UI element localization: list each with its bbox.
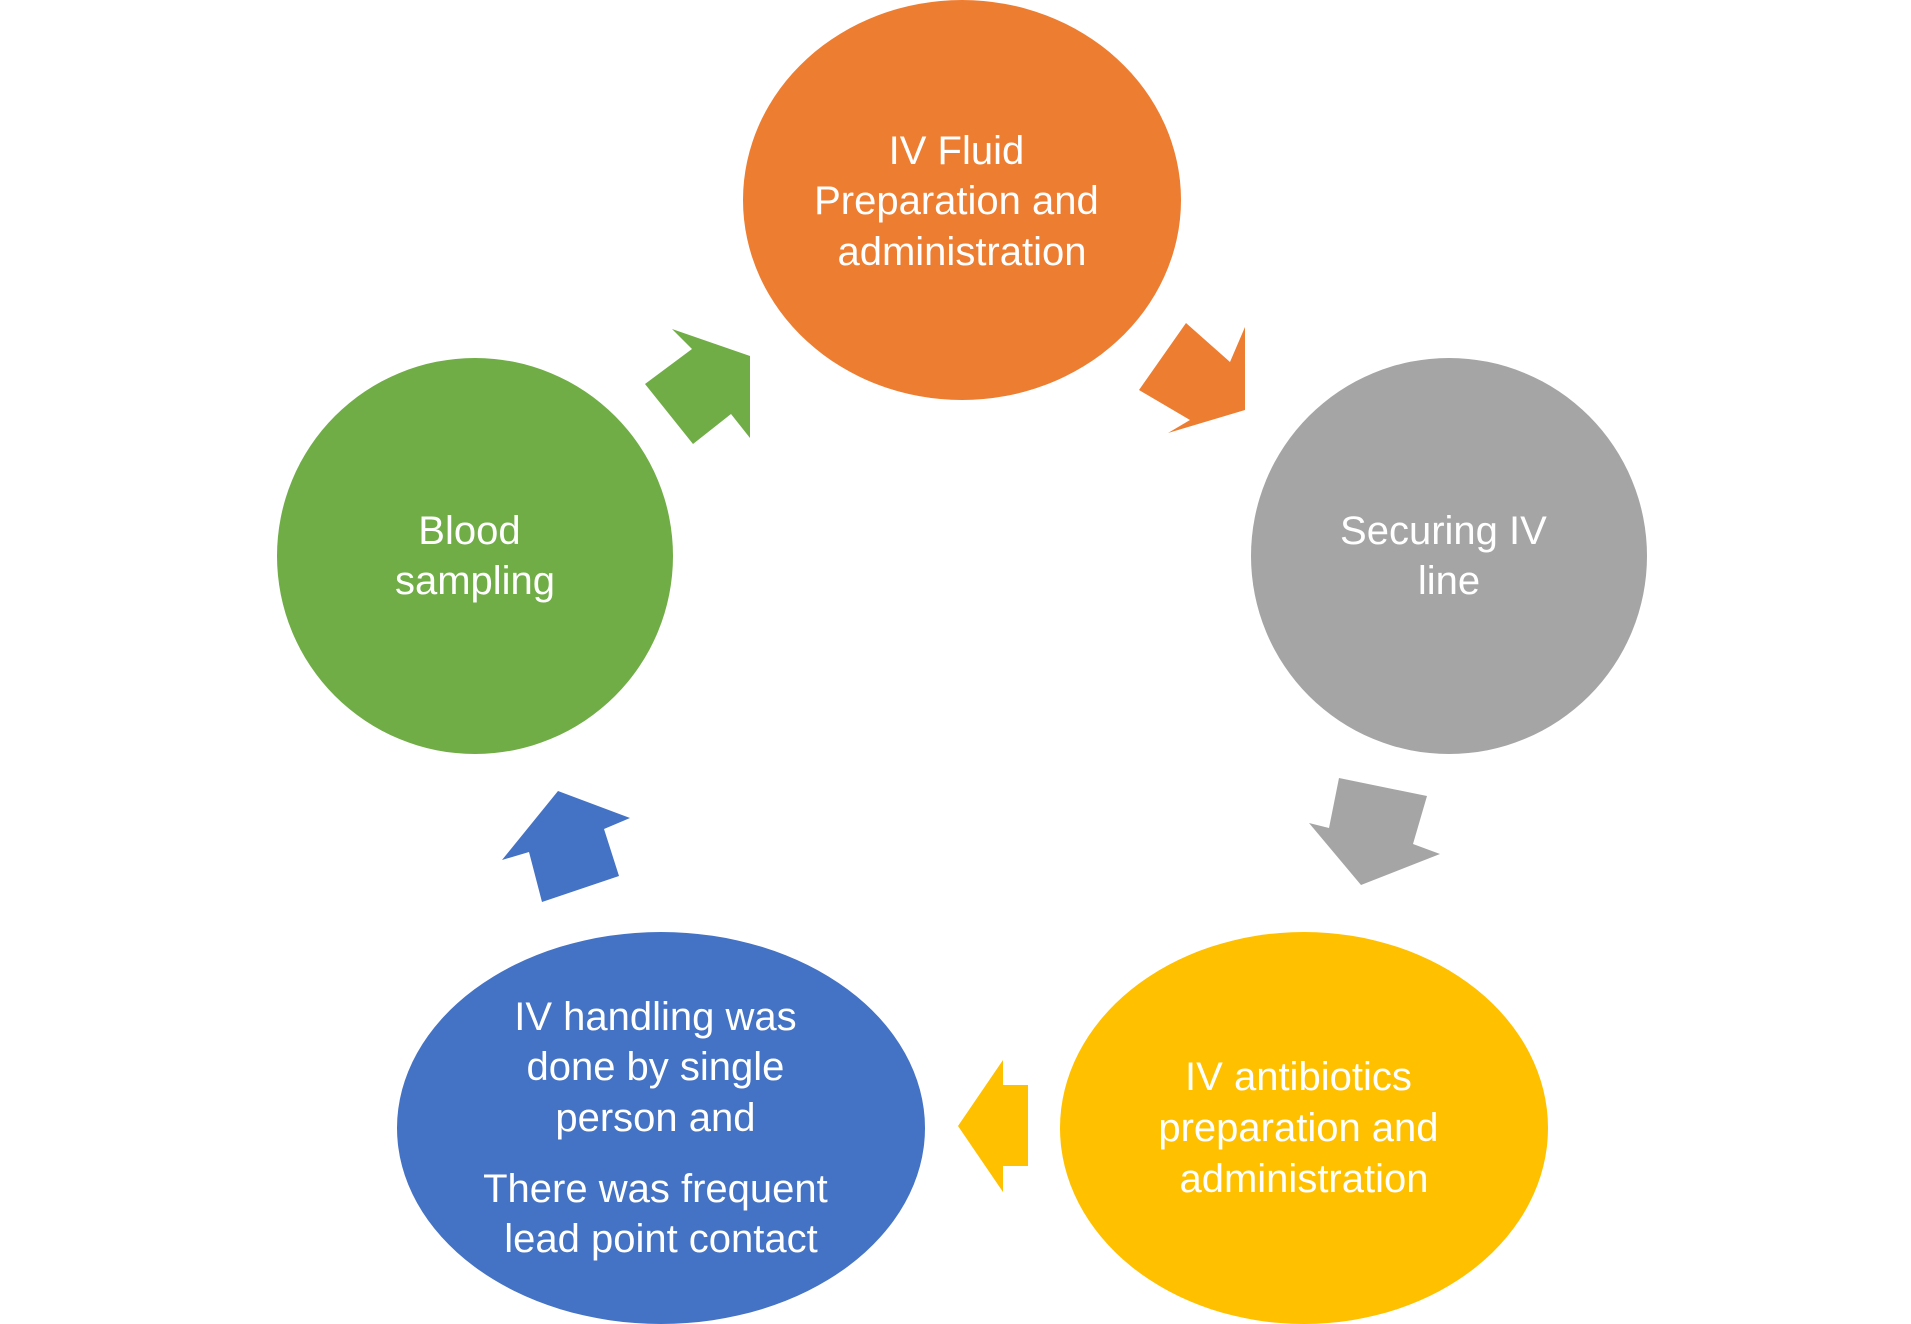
arrow-antibiotics-to-handling (958, 1060, 1028, 1192)
arrow-securing-to-antibiotics (1309, 778, 1440, 885)
node-iv-antibiotics-label: IV antibiotics preparation and administr… (1158, 1055, 1449, 1201)
node-iv-handling-line-2: done by single (526, 1045, 784, 1089)
node-iv-handling-shape (397, 932, 925, 1324)
node-iv-fluid-shape (743, 0, 1181, 400)
node-iv-handling-line-4: There was frequent (483, 1167, 828, 1211)
node-iv-handling-line-3: person and (555, 1096, 755, 1140)
node-iv-antibiotics-line-3: administration (1179, 1157, 1428, 1201)
node-iv-handling-line-1: IV handling was (514, 995, 796, 1039)
node-iv-fluid-line-1: IV Fluid (889, 129, 1025, 173)
node-iv-antibiotics-line-1: IV antibiotics (1185, 1055, 1412, 1099)
node-iv-antibiotics-shape (1060, 932, 1548, 1324)
arrow-fluid-to-securing (1139, 323, 1245, 433)
node-iv-antibiotics: IV antibiotics preparation and administr… (1060, 932, 1548, 1324)
node-securing-iv-shape (1251, 358, 1647, 754)
node-securing-iv-line-1: Securing IV (1340, 509, 1547, 553)
node-blood-sampling-line-1: Blood (418, 509, 520, 553)
arrow-handling-to-blood (502, 791, 630, 902)
node-iv-handling-line-5: lead point contact (504, 1217, 818, 1261)
node-iv-fluid: IV Fluid Preparation and administration (743, 0, 1181, 400)
node-iv-handling: IV handling was done by single person an… (397, 932, 925, 1324)
node-blood-sampling-line-2: sampling (395, 559, 555, 603)
node-iv-fluid-label: IV Fluid Preparation and administration (814, 129, 1110, 274)
node-iv-antibiotics-line-2: preparation and (1158, 1106, 1438, 1150)
node-securing-iv-label: Securing IV line (1340, 509, 1558, 603)
arrow-blood-to-fluid (645, 329, 750, 444)
node-iv-handling-label: IV handling was done by single person an… (483, 995, 839, 1261)
node-iv-fluid-line-2: Preparation and (814, 179, 1099, 223)
node-blood-sampling: Blood sampling (277, 358, 673, 754)
node-securing-iv-line-2: line (1418, 559, 1480, 603)
node-blood-sampling-shape (277, 358, 673, 754)
node-blood-sampling-label: Blood sampling (395, 509, 555, 603)
node-securing-iv: Securing IV line (1251, 358, 1647, 754)
node-iv-fluid-line-3: administration (837, 230, 1086, 274)
